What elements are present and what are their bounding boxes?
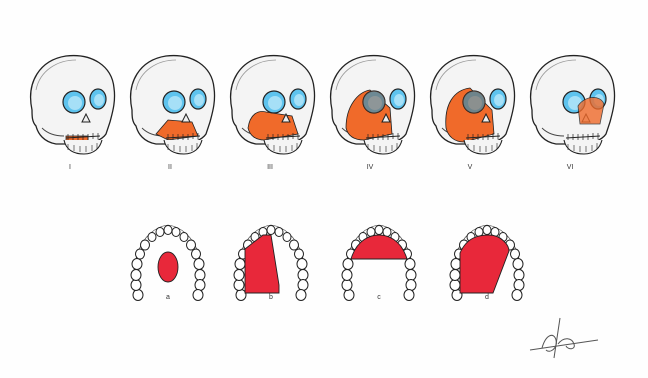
skull-icon-2: [131, 56, 215, 154]
skull-label-2: II: [160, 164, 180, 171]
skull-icon-1: [31, 56, 115, 154]
skull-icon-5: [431, 56, 515, 154]
palate-arch-icon-d: [450, 225, 524, 301]
signature-icon: [530, 318, 598, 358]
palate-label-a: a: [158, 294, 178, 301]
palate-arch-icon-c: [342, 225, 416, 301]
skull-label-6: VI: [560, 164, 580, 171]
palate-arch-icon-b: [234, 225, 308, 301]
skull-icon-3: [231, 56, 315, 154]
palate-label-c: c: [369, 294, 389, 301]
skull-icon-6: [531, 56, 615, 154]
palate-label-d: d: [477, 294, 497, 301]
skull-label-3: III: [260, 164, 280, 171]
skull-icon-4: [331, 56, 415, 154]
skull-label-1: I: [60, 164, 80, 171]
skull-label-5: V: [460, 164, 480, 171]
skull-label-4: IV: [360, 164, 380, 171]
palate-arch-icon-a: [131, 225, 205, 301]
palate-label-b: b: [261, 294, 281, 301]
